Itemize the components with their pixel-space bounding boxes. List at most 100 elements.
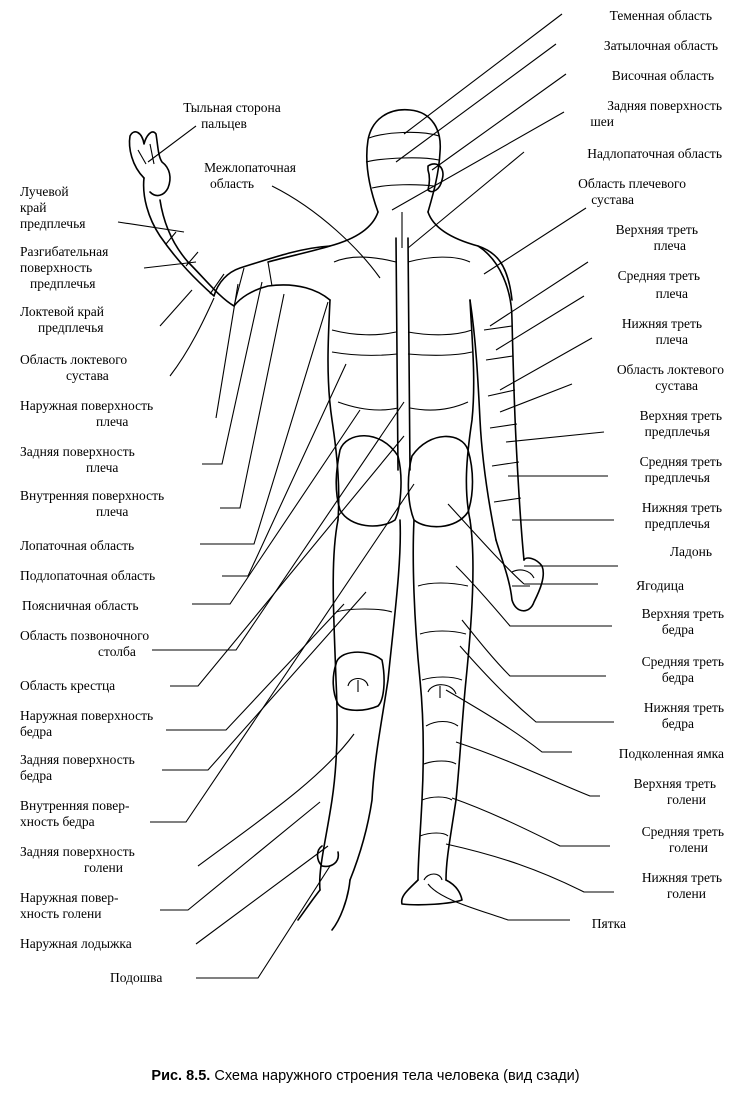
label-nadlopatochnaya: Надлопаточная область	[587, 146, 722, 161]
leader-pozvonochnik	[152, 401, 405, 651]
leader-zatylochnaya	[395, 43, 557, 163]
label-naruzh-golen-1: Наружная повер-	[20, 890, 119, 905]
caption-label: Рис. 8.5.	[151, 1068, 211, 1084]
label-zadn-plecho-2: плеча	[86, 460, 118, 475]
label-tylnaya-1: Тыльная сторона	[183, 100, 281, 115]
leader-loktevoy-r	[499, 383, 573, 413]
label-sred-bedro-2: бедра	[662, 670, 694, 685]
labels-left: Тыльная сторона пальцев Межлопаточная об…	[20, 100, 296, 985]
label-nizh-predpl-1: Нижняя треть	[642, 500, 722, 515]
label-nizh-bedro-2: бедра	[662, 716, 694, 731]
leader-podkolennaya	[445, 689, 572, 753]
leader-lines	[117, 13, 618, 979]
label-podkolennaya: Подколенная ямка	[619, 746, 724, 761]
right-arm-outline	[469, 245, 525, 561]
left-foot-outline	[297, 845, 351, 931]
leader-naruzh-plecho	[215, 283, 239, 419]
leader-sred-golen	[451, 797, 610, 847]
label-loktevoy-l-1: Область локтевого	[20, 352, 127, 367]
leader-podoshva	[196, 865, 331, 979]
label-podoshva: Подошва	[110, 970, 162, 985]
label-pozvonochnik-1: Область позвоночного	[20, 628, 149, 643]
figure-caption: Рис. 8.5. Схема наружного строения тела …	[0, 1068, 731, 1084]
left-fingers-lines	[137, 143, 155, 165]
label-luchevoy-1: Лучевой	[20, 184, 69, 199]
leader-plechevoy	[483, 207, 587, 275]
label-verh-predpl-1: Верхняя треть	[640, 408, 722, 423]
label-vnutr-plecho-1: Внутренняя поверхность	[20, 488, 164, 503]
label-ladon: Ладонь	[670, 544, 712, 559]
buttocks-outline	[335, 434, 474, 528]
label-sred-predpl-1: Средняя треть	[640, 454, 722, 469]
leader-tylnaya	[147, 125, 197, 163]
label-lodyzhka: Наружная лодыжка	[20, 936, 132, 951]
leader-nizh-plecho	[499, 337, 593, 391]
leader-zadn-plecho	[202, 281, 263, 465]
right-heel-mark	[423, 873, 443, 881]
right-arm-segments	[483, 325, 522, 503]
leader-naruzh-golen	[160, 801, 321, 911]
leader-zadn-golen	[197, 733, 355, 867]
leg-segment-lines	[335, 582, 469, 837]
label-razgib-2: поверхность	[20, 260, 92, 275]
label-naruzh-plecho-1: Наружная поверхность	[20, 398, 153, 413]
human-body-figure	[128, 109, 545, 931]
label-poyasnichnaya: Поясничная область	[22, 598, 139, 613]
leader-krestec	[170, 435, 405, 687]
label-tylnaya-2: пальцев	[201, 116, 247, 131]
right-palm-lines	[511, 569, 535, 587]
left-leg-outline	[318, 519, 402, 891]
leader-yagodica	[447, 503, 598, 585]
leader-sred-plecho	[495, 295, 585, 351]
ear-outline	[427, 163, 444, 193]
left-arm-outline	[142, 177, 331, 307]
leader-lodyzhka	[195, 845, 329, 945]
label-temennaya: Теменная область	[610, 8, 712, 23]
label-nizh-bedro-1: Нижняя треть	[644, 700, 724, 715]
label-loktevoy-r-1: Область локтевого	[617, 362, 724, 377]
head-outline	[365, 109, 442, 213]
right-knee-mark	[427, 684, 457, 698]
label-verh-golen-1: Верхняя треть	[634, 776, 716, 791]
label-nizh-golen-2: голени	[667, 886, 706, 901]
leader-razgib	[143, 261, 197, 269]
spine-strip	[395, 237, 411, 471]
torso-outline	[267, 211, 513, 521]
label-naruzh-golen-2: хность голени	[20, 906, 101, 921]
caption-text: Схема наружного строения тела человека (…	[214, 1068, 580, 1084]
leader-loktevoy-kray	[159, 289, 193, 327]
left-hand-outline	[128, 131, 171, 197]
label-verh-plecho-1: Верхняя треть	[616, 222, 698, 237]
label-sred-plecho-2: плеча	[656, 286, 688, 301]
label-verh-bedro-2: бедра	[662, 622, 694, 637]
leader-pyatka	[427, 883, 570, 921]
label-loktevoy-kray-1: Локтевой край	[20, 304, 104, 319]
leader-sred-bedro	[461, 619, 606, 677]
right-leg-outline	[412, 519, 474, 881]
leader-nizh-golen	[445, 843, 614, 893]
label-plechevoy-1: Область плечевого	[578, 176, 686, 191]
label-nizh-predpl-2: предплечья	[645, 516, 710, 531]
leader-vnutr-plecho	[220, 293, 285, 509]
leader-podlopatochnaya	[222, 363, 347, 577]
leader-verh-golen	[455, 741, 600, 797]
leader-mezhlopatochnaya	[271, 185, 381, 279]
label-zadn-plecho-1: Задняя поверхность	[20, 444, 135, 459]
label-sred-golen-1: Средняя треть	[642, 824, 724, 839]
leader-temennaya	[403, 13, 563, 135]
label-naruzh-plecho-2: плеча	[96, 414, 128, 429]
leader-lopatochnaya	[200, 301, 329, 545]
label-visochnaya: Височная область	[612, 68, 714, 83]
leader-visochnaya	[431, 73, 567, 171]
label-verh-bedro-1: Верхняя треть	[642, 606, 724, 621]
label-luchevoy-2: край	[20, 200, 47, 215]
leader-poyasnichnaya	[192, 409, 361, 605]
label-lopatochnaya: Лопаточная область	[20, 538, 134, 553]
label-sred-bedro-1: Средняя треть	[642, 654, 724, 669]
label-verh-predpl-2: предплечья	[645, 424, 710, 439]
label-vnutr-bedro-1: Внутренняя повер-	[20, 798, 130, 813]
label-zadn-bedro-2: бедра	[20, 768, 52, 783]
leader-zadn-bedro	[162, 591, 367, 771]
left-arm-segments	[165, 231, 273, 307]
head-segment-lines	[365, 131, 440, 189]
